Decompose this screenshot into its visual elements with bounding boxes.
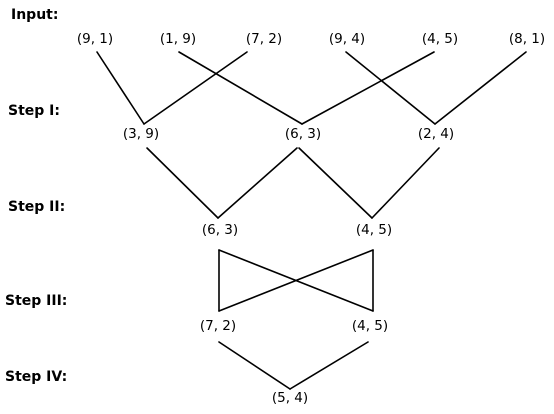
step1-node-2: (6, 3) — [284, 126, 322, 142]
step2-node-2: (4, 5) — [355, 222, 393, 238]
edge-step2b-cross — [218, 249, 374, 312]
input-node-6: (8, 1) — [508, 31, 546, 47]
edge-step3a-step4 — [218, 341, 291, 390]
input-node-4: (9, 4) — [328, 31, 366, 47]
edge-input5-step1b — [301, 51, 435, 125]
step-label-input: Input: — [11, 7, 59, 23]
edge-step1a-step2a — [146, 147, 219, 219]
edge-input1-step1a — [96, 51, 145, 125]
step-label-4: Step IV: — [5, 369, 68, 385]
edge-step3b-step4 — [289, 341, 369, 390]
edge-input2-step1b — [178, 51, 303, 125]
edge-input3-step1a — [143, 51, 248, 125]
input-node-1: (9, 1) — [76, 31, 114, 47]
input-node-3: (7, 2) — [245, 31, 283, 47]
edge-step1b-step2a — [217, 147, 298, 219]
step-label-3: Step III: — [5, 293, 68, 309]
step1-node-1: (3, 9) — [122, 126, 160, 142]
step4-node-1: (5, 4) — [271, 390, 309, 406]
step-label-2: Step II: — [8, 199, 66, 215]
edge-step1b-step2b — [298, 147, 373, 219]
edge-input4-step1c — [345, 51, 436, 125]
input-node-2: (1, 9) — [159, 31, 197, 47]
step2-node-1: (6, 3) — [201, 222, 239, 238]
step-label-1: Step I: — [8, 103, 60, 119]
step1-node-3: (2, 4) — [417, 126, 455, 142]
edge-input6-step1c — [434, 51, 527, 125]
step3-node-2: (4, 5) — [351, 318, 389, 334]
edge-step1c-step2b — [371, 147, 440, 219]
input-node-5: (4, 5) — [421, 31, 459, 47]
step3-node-1: (7, 2) — [199, 318, 237, 334]
